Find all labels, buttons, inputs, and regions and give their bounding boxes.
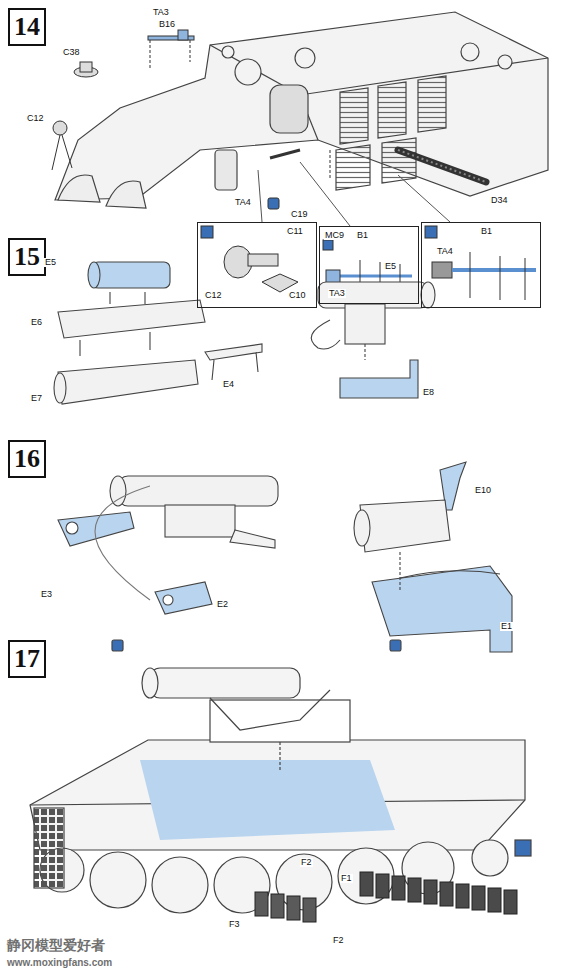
- part-number: E5: [384, 262, 397, 271]
- part-number: B1: [480, 227, 493, 236]
- part-number: E8: [422, 388, 435, 397]
- step-number: 14: [14, 14, 40, 40]
- part-number: C11: [286, 227, 304, 236]
- part-number: C10: [288, 291, 307, 300]
- part-number: E2: [216, 600, 229, 609]
- part-number: E1: [500, 622, 513, 631]
- parts-15: [54, 262, 435, 404]
- part-number: E7: [30, 394, 43, 403]
- part-number: B16: [158, 20, 176, 29]
- track-link: [392, 876, 405, 900]
- detail-inset-box: B1TA4: [421, 222, 541, 308]
- part-number: C38: [62, 48, 81, 57]
- parts-16: [58, 462, 512, 652]
- step-number-box: 15: [8, 238, 46, 276]
- track-link: [424, 880, 437, 904]
- track-link: [456, 884, 469, 908]
- part-number: F2: [332, 936, 345, 945]
- watermark: www.moxingfans.com: [6, 958, 113, 968]
- step-number-box: 16: [8, 440, 46, 478]
- track-link: [472, 886, 485, 910]
- part-number: TA4: [234, 198, 252, 207]
- track-link: [287, 896, 300, 920]
- part-number: TA3: [152, 8, 170, 17]
- track-link: [255, 892, 268, 916]
- parts-14: [52, 30, 486, 226]
- upper-hull: [55, 12, 548, 208]
- track-link: [360, 872, 373, 896]
- part-number: F3: [228, 920, 241, 929]
- part-number: E3: [40, 590, 53, 599]
- step-number-box: 14: [8, 8, 46, 46]
- step-number: 15: [14, 244, 40, 270]
- track-link: [440, 882, 453, 906]
- step-number: 17: [14, 646, 40, 672]
- track-link: [408, 878, 421, 902]
- part-number: C12: [204, 291, 223, 300]
- track-link: [376, 874, 389, 898]
- part-number: TA4: [436, 247, 454, 256]
- part-number: TA3: [328, 289, 346, 298]
- detail-inset-box: C11C12 C10: [197, 222, 317, 308]
- part-number: E5: [44, 258, 57, 267]
- part-number: F1: [340, 874, 353, 883]
- step-number-box: 17: [8, 640, 46, 678]
- lower-hull: [30, 640, 531, 913]
- part-number: B1: [356, 231, 369, 240]
- part-number: C19: [290, 210, 309, 219]
- part-number: F2: [300, 858, 313, 867]
- part-number: D34: [490, 196, 509, 205]
- track-links: [255, 872, 517, 922]
- part-number: E4: [222, 380, 235, 389]
- part-number: C12: [26, 114, 45, 123]
- track-link: [303, 898, 316, 922]
- track-link: [488, 888, 501, 912]
- detail-inset-box: MC9 B1TA3: [319, 226, 419, 304]
- watermark: 静冈模型爱好者: [6, 938, 106, 952]
- part-number: E6: [30, 318, 43, 327]
- part-number: MC9: [324, 231, 345, 240]
- part-number: E10: [474, 486, 492, 495]
- track-link: [504, 890, 517, 914]
- step-number: 16: [14, 446, 40, 472]
- track-link: [271, 894, 284, 918]
